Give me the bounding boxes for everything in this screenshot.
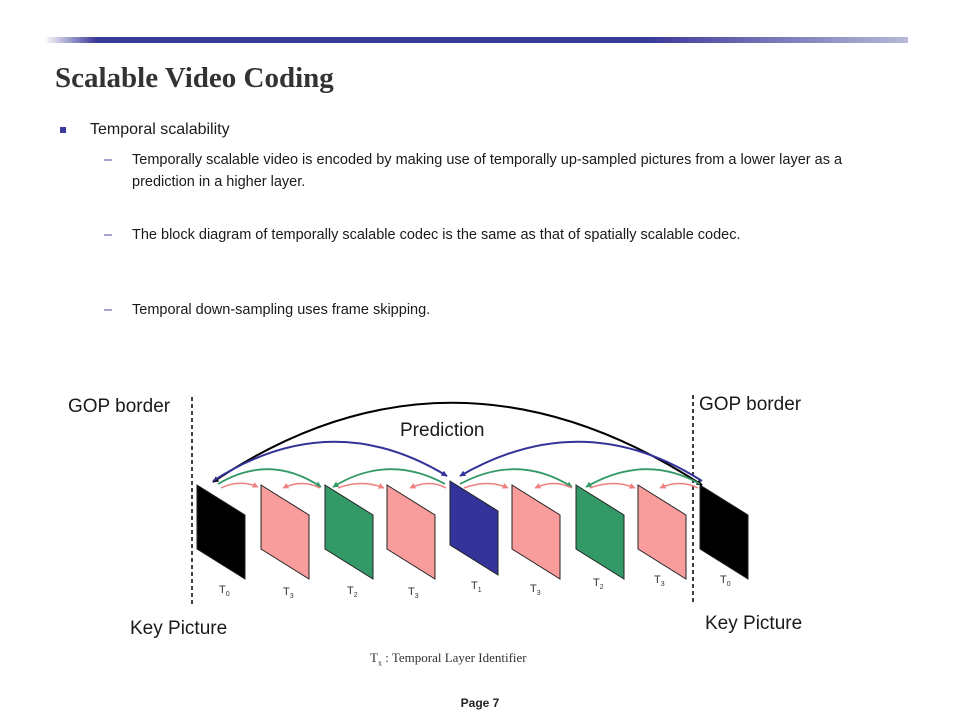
frame-layer-sub: 1 (477, 587, 482, 595)
prediction-arrow-t3-11 (463, 482, 509, 489)
sub-bullet-text: Temporal down-sampling uses frame skippi… (132, 302, 431, 318)
frame-layer-sub: 2 (599, 584, 604, 592)
prediction-arrow-t3-13 (589, 482, 636, 489)
prediction-arrow-t1-2 (459, 440, 703, 482)
frame-layer-label: T3 (654, 574, 665, 588)
frame-layer-base: T (654, 574, 661, 586)
frame-layer-label: T3 (530, 583, 541, 597)
frame-layer-label: T0 (720, 574, 731, 588)
frame-layer-sub: 0 (726, 581, 731, 589)
frame-layer-label: T1 (471, 580, 482, 594)
dash-icon: – (104, 227, 113, 243)
prediction-label: Prediction (400, 420, 485, 441)
frame-9 (699, 484, 749, 580)
frame-layer-sub: 3 (660, 581, 665, 589)
frame-6 (511, 484, 561, 580)
frame-layer-base: T (219, 584, 226, 596)
frame-layer-sub: 3 (414, 593, 419, 601)
prediction-arrow-t2-6 (585, 468, 701, 488)
prediction-arrow-t2-5 (459, 468, 573, 488)
gop-border-left-label: GOP border (68, 396, 171, 417)
frame-layer-sub: 3 (536, 590, 541, 598)
frame-layer-base: T (530, 583, 537, 595)
frame-layer-label: T3 (408, 586, 419, 600)
page-number: Page 7 (460, 696, 500, 710)
square-bullet-icon (60, 127, 66, 133)
prediction-arrow-t3-9 (337, 482, 385, 489)
prediction-arrow-t3-12 (534, 482, 573, 489)
frame-layer-base: T (720, 574, 727, 586)
frame-layer-base: T (347, 585, 354, 597)
frame-layer-label: T0 (219, 584, 230, 598)
title-rule (44, 37, 908, 43)
key-picture-left-label: Key Picture (130, 618, 228, 639)
frame-7 (575, 484, 625, 580)
sub-bullet-1: – Temporally scalable video is encoded b… (104, 149, 894, 193)
prediction-arrow-t1-1 (212, 440, 448, 482)
frame-layer-base: T (593, 577, 600, 589)
frame-5 (449, 480, 499, 576)
frame-layer-label: T3 (283, 586, 294, 600)
frame-layer-base: T (283, 586, 290, 598)
prediction-arrow-t3-10 (409, 482, 447, 489)
frame-layer-sub: 2 (353, 592, 358, 600)
sub-bullet-text: The block diagram of temporally scalable… (132, 227, 741, 243)
frame-layer-label: T2 (347, 585, 358, 599)
dash-icon: – (104, 152, 113, 168)
frame-layer-base: T (471, 580, 478, 592)
prediction-arrow-t0-0 (212, 401, 703, 486)
sub-bullet-2: – The block diagram of temporally scalab… (104, 224, 894, 246)
frame-3 (324, 484, 374, 580)
frame-layer-label: T2 (593, 577, 604, 591)
frame-layer-base: T (408, 586, 415, 598)
frame-layer-sub: 0 (225, 591, 230, 599)
frame-2 (260, 484, 310, 580)
prediction-arrow-t2-3 (217, 468, 322, 488)
frame-1 (196, 484, 246, 580)
legend-base: T (370, 650, 378, 665)
bullet-temporal-scalability: Temporal scalability (60, 121, 230, 139)
gop-border-right-label: GOP border (699, 394, 802, 415)
prediction-arrow-t2-4 (332, 468, 446, 488)
temporal-layer-legend: Tx : Temporal Layer Identifier (370, 650, 527, 668)
legend-text: : Temporal Layer Identifier (381, 650, 527, 665)
prediction-arrow-t3-8 (282, 482, 321, 489)
key-picture-right-label: Key Picture (705, 613, 803, 634)
slide-title: Scalable Video Coding (55, 62, 334, 94)
frame-4 (386, 484, 436, 580)
bullet-text: Temporal scalability (90, 121, 230, 138)
frame-8 (637, 484, 687, 580)
prediction-arrow-t3-14 (659, 482, 699, 489)
legend-sub: x (377, 658, 382, 668)
sub-bullet-text: Temporally scalable video is encoded by … (132, 152, 843, 190)
frame-layer-sub: 3 (289, 593, 294, 601)
dash-icon: – (104, 302, 113, 318)
sub-bullet-3: – Temporal down-sampling uses frame skip… (104, 299, 894, 321)
prediction-arrow-t3-7 (220, 482, 259, 489)
